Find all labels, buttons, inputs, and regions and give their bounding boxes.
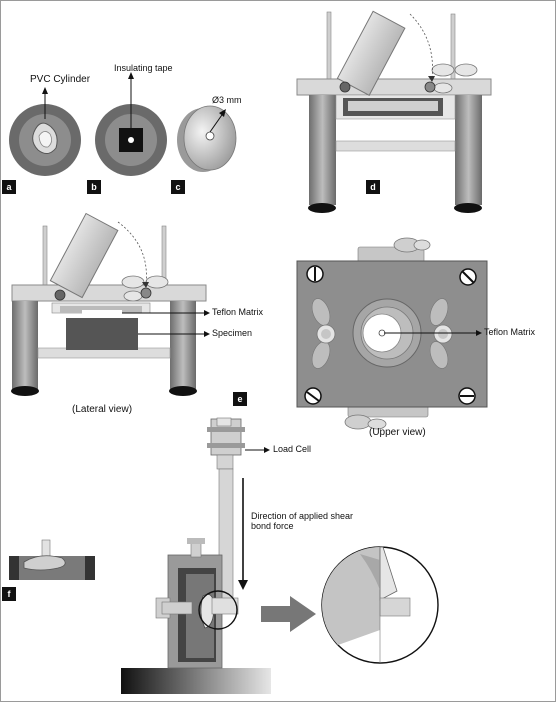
label-insulating-tape: Insulating tape (114, 63, 173, 73)
label-pvc-cylinder: PVC Cylinder (30, 74, 91, 85)
panel-d-fixture (296, 10, 492, 213)
label-specimen: Specimen (212, 328, 253, 338)
panel-b-tape (95, 72, 167, 176)
panel-shear-test (121, 417, 439, 694)
label-lateral-view: (Lateral view) (72, 404, 133, 415)
panel-f-specimen (9, 539, 95, 580)
panel-tag-d: d (366, 180, 380, 194)
panel-upper-view (296, 237, 488, 430)
label-teflon-matrix-lateral: Teflon Matrix (212, 307, 264, 317)
label-shear-force-line1: Direction of applied shear (251, 511, 354, 521)
label-load-cell: Load Cell (273, 444, 312, 454)
label-upper-view: (Upper view) (369, 427, 426, 438)
panel-tag-a: a (2, 180, 16, 194)
label-shear-force-line2: bond force (251, 521, 294, 531)
panel-tag-b: b (87, 180, 101, 194)
panel-tag-c: c (171, 180, 185, 194)
panel-c-disc (177, 105, 237, 172)
panel-lateral-view (11, 212, 210, 396)
panel-a-cylinder (9, 87, 81, 176)
panel-tag-f: f (2, 587, 16, 601)
label-diameter: Ø3 mm (212, 95, 242, 105)
panel-tag-e: e (233, 392, 247, 406)
label-teflon-matrix-upper: Teflon Matrix (484, 327, 536, 337)
